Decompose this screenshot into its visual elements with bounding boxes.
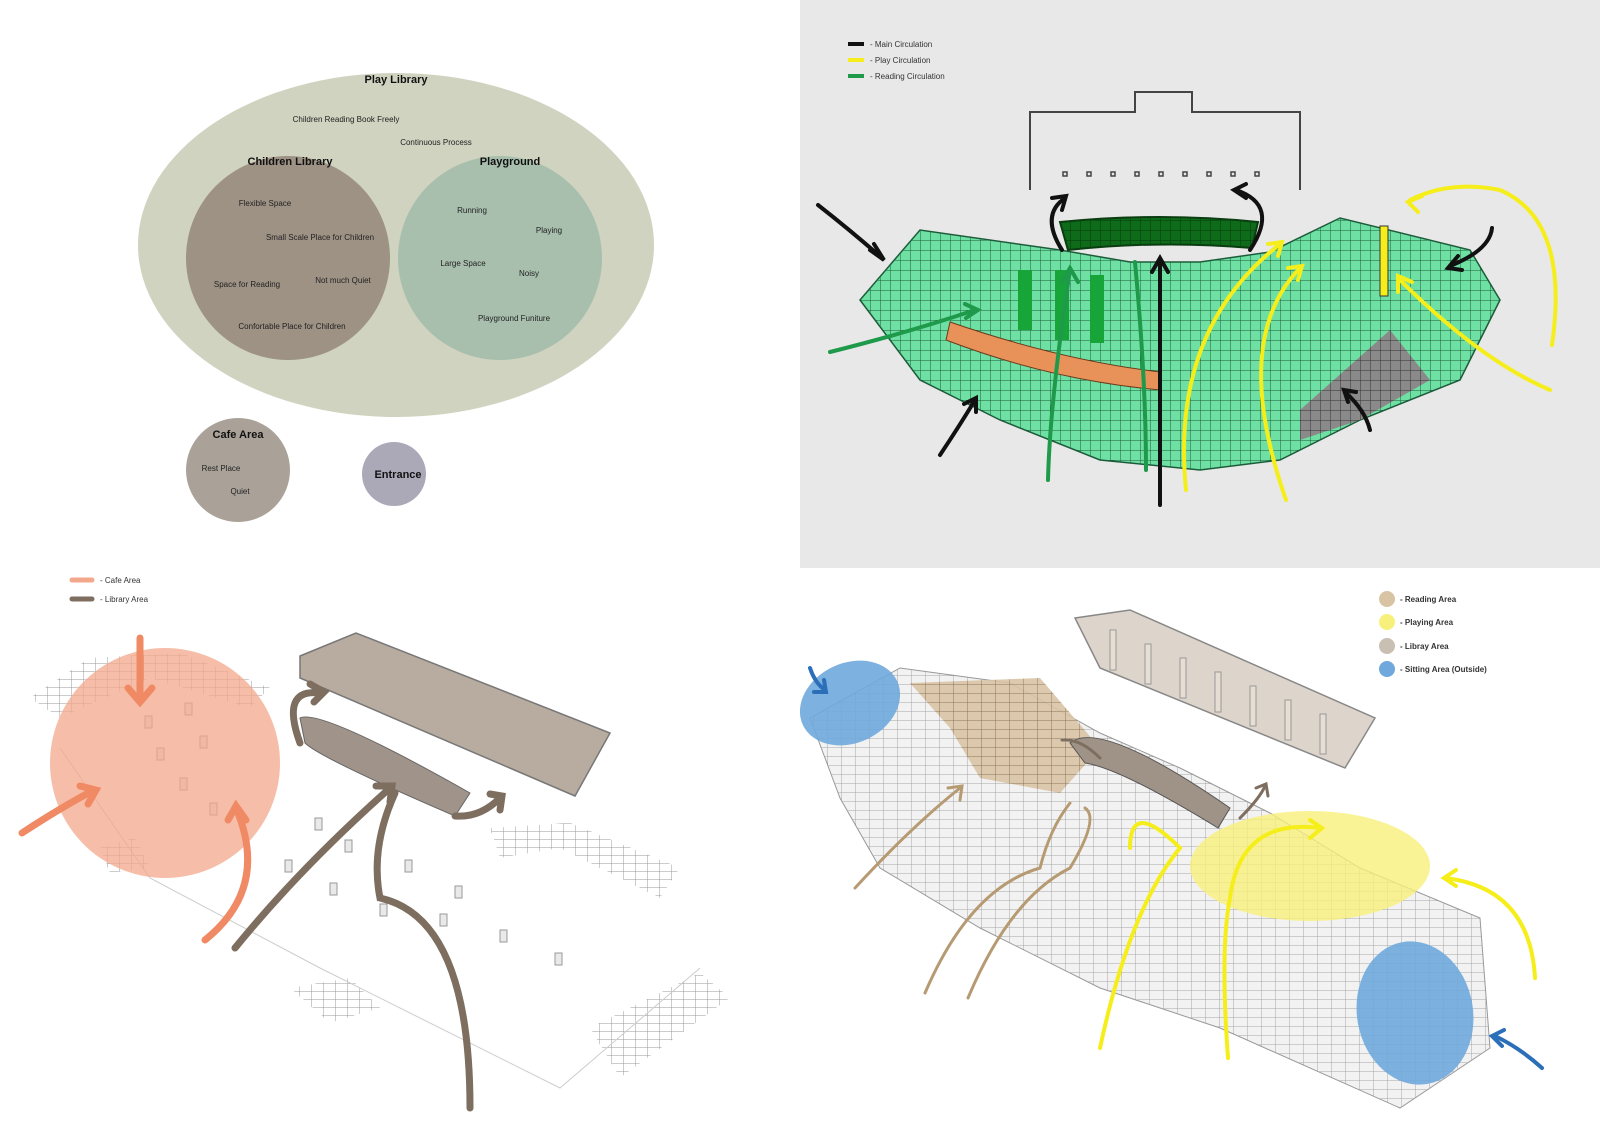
legend-label-sitting: - Sitting Area (Outside) bbox=[1400, 665, 1487, 674]
children-library-item: Space for Reading bbox=[214, 280, 280, 289]
reading-block bbox=[1018, 270, 1032, 330]
play-circulation-arrows bbox=[1181, 184, 1558, 502]
legend-label-playing: - Playing Area bbox=[1400, 618, 1454, 627]
area-zones-diagram: - Reading Area - Playing Area - Libray A… bbox=[800, 591, 1544, 1109]
playground-title: Playground bbox=[480, 156, 541, 168]
play-library-item: Continuous Process bbox=[400, 138, 472, 147]
block-cluster bbox=[490, 823, 680, 898]
bubble-diagram: Play Library Children Reading Book Freel… bbox=[138, 73, 654, 522]
bubble-diagram-panel: Play Library Children Reading Book Freel… bbox=[0, 0, 800, 568]
library-ramp bbox=[299, 716, 471, 817]
legend-label-library: - Library Area bbox=[100, 595, 149, 604]
cafe-library-diagram: - Cafe Area - Library Area bbox=[18, 576, 730, 1112]
legend-label-cafe: - Cafe Area bbox=[100, 576, 141, 585]
library-arrows bbox=[1060, 738, 1270, 820]
grey-zone bbox=[1300, 330, 1430, 440]
library-ramp bbox=[1069, 737, 1231, 829]
playground-item: Large Space bbox=[440, 259, 486, 268]
legend-swatch-library bbox=[1379, 638, 1395, 654]
legend-swatch-playing bbox=[1379, 614, 1395, 630]
area-legend: - Reading Area - Playing Area - Libray A… bbox=[1379, 591, 1487, 677]
circulation-legend: - Main Circulation - Play Circulation - … bbox=[848, 40, 945, 81]
reading-arrows bbox=[853, 784, 1092, 1000]
legend-label-library: - Libray Area bbox=[1400, 642, 1449, 651]
playground-bubble bbox=[398, 156, 602, 360]
building-outline bbox=[1029, 91, 1301, 190]
cafe-area-item: Quiet bbox=[230, 487, 250, 496]
block-cluster bbox=[590, 973, 730, 1078]
children-library-item: Small Scale Place for Children bbox=[266, 233, 374, 242]
library-wall bbox=[299, 632, 612, 797]
playground-item: Playground Funiture bbox=[478, 314, 551, 323]
main-circulation-arrows bbox=[816, 182, 1494, 507]
library-arrows bbox=[231, 680, 506, 1112]
library-stage bbox=[1058, 216, 1260, 252]
children-library-item: Flexible Space bbox=[239, 199, 292, 208]
cafe-library-panel: - Cafe Area - Library Area bbox=[0, 568, 800, 1136]
children-library-item: Not much Quiet bbox=[315, 276, 371, 285]
children-library-bubble bbox=[186, 156, 390, 360]
legend-swatch-sitting bbox=[1379, 661, 1395, 677]
legend-label-main: - Main Circulation bbox=[870, 40, 932, 49]
sitting-arrows bbox=[808, 666, 1544, 1070]
circulation-plan-panel: - Main Circulation - Play Circulation - … bbox=[800, 0, 1600, 568]
area-zones-panel: - Reading Area - Playing Area - Libray A… bbox=[800, 568, 1600, 1136]
legend-label-reading: - Reading Area bbox=[1400, 595, 1457, 604]
cafe-area-item: Rest Place bbox=[202, 464, 241, 473]
cafe-arrows bbox=[18, 634, 252, 944]
circulation-plan: - Main Circulation - Play Circulation - … bbox=[816, 40, 1558, 507]
playing-area-zone bbox=[1190, 811, 1430, 921]
legend-swatch-reading bbox=[1379, 591, 1395, 607]
reading-block bbox=[1090, 275, 1104, 343]
play-library-title: Play Library bbox=[365, 74, 429, 86]
library-columns bbox=[1109, 629, 1327, 755]
legend-label-play: - Play Circulation bbox=[870, 56, 930, 65]
play-library-item: Children Reading Book Freely bbox=[293, 115, 400, 124]
cafe-area-zone bbox=[50, 648, 280, 878]
sitting-area-zone bbox=[1356, 941, 1474, 1085]
children-library-title: Children Library bbox=[248, 156, 334, 168]
legend-label-reading: - Reading Circulation bbox=[870, 72, 945, 81]
block-cluster bbox=[290, 978, 380, 1023]
children-library-item: Confortable Place for Children bbox=[238, 322, 345, 331]
reading-area bbox=[910, 678, 1100, 793]
playground-item: Running bbox=[457, 206, 487, 215]
cafe-area-title: Cafe Area bbox=[213, 429, 265, 441]
cafe-library-legend: - Cafe Area - Library Area bbox=[69, 576, 149, 604]
reading-circulation-arrows bbox=[828, 260, 1148, 482]
entrance-bubble bbox=[362, 442, 426, 506]
cafe-area-bubble bbox=[186, 418, 290, 522]
playing-arrows bbox=[1098, 818, 1537, 1060]
playground-item: Noisy bbox=[519, 269, 539, 278]
playground-item: Playing bbox=[536, 226, 562, 235]
yellow-marker bbox=[1379, 225, 1389, 297]
entrance-title: Entrance bbox=[374, 469, 421, 481]
